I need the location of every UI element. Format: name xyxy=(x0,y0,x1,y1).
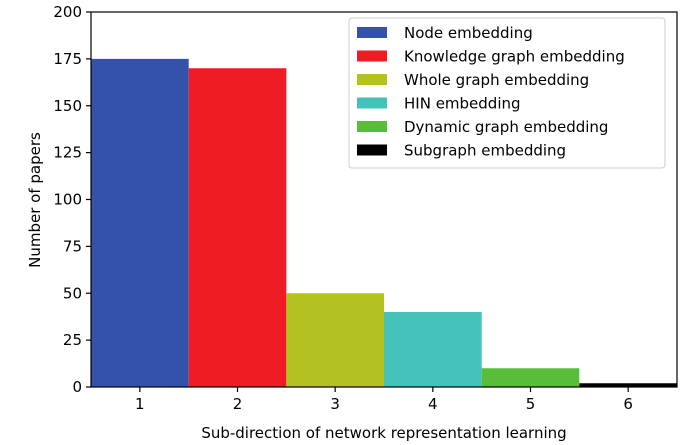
y-tick-label: 0 xyxy=(72,378,82,396)
legend-swatch xyxy=(357,27,387,38)
legend-label: Node embedding xyxy=(404,24,533,42)
legend-swatch xyxy=(357,97,387,109)
legend-swatch xyxy=(357,74,387,85)
legend-label: Subgraph embedding xyxy=(404,142,566,160)
legend-label: Whole graph embedding xyxy=(404,71,589,89)
y-tick-label: 25 xyxy=(63,331,82,349)
bar-3 xyxy=(286,293,384,387)
x-tick-label: 5 xyxy=(526,395,536,413)
axes-group: 0 25 50 75 100 125 150 175 200 1 2 3 4 5 6 xyxy=(53,3,678,413)
y-tick-label: 125 xyxy=(53,144,82,162)
y-tick-label: 175 xyxy=(53,50,82,68)
x-tick-label: 6 xyxy=(623,395,633,413)
bar-4 xyxy=(384,312,482,387)
y-tick-label: 75 xyxy=(63,237,82,255)
bar-1 xyxy=(91,58,189,387)
bar-5 xyxy=(481,368,580,387)
y-tick-label: 50 xyxy=(63,284,82,302)
x-tick-label: 3 xyxy=(330,395,340,413)
legend-swatch xyxy=(357,121,387,132)
legend-label: Knowledge graph embedding xyxy=(404,48,625,66)
legend-label: HIN embedding xyxy=(404,95,521,113)
bar-2 xyxy=(188,68,287,387)
x-tick-label: 4 xyxy=(428,395,438,413)
bar-6 xyxy=(579,383,677,387)
legend-swatch xyxy=(357,144,387,156)
x-tick-label: 1 xyxy=(135,395,145,413)
x-tick-label: 2 xyxy=(233,395,243,413)
y-tick-label: 200 xyxy=(53,3,82,21)
y-axis-label: Number of papers xyxy=(26,132,44,268)
legend-label: Dynamic graph embedding xyxy=(404,118,608,136)
bars-group xyxy=(91,58,677,387)
y-tick-label: 100 xyxy=(53,191,82,209)
legend-box xyxy=(348,17,666,169)
x-axis-label: Sub-direction of network representation … xyxy=(201,424,566,442)
legend-swatch xyxy=(357,50,387,62)
y-tick-label: 150 xyxy=(53,97,82,115)
